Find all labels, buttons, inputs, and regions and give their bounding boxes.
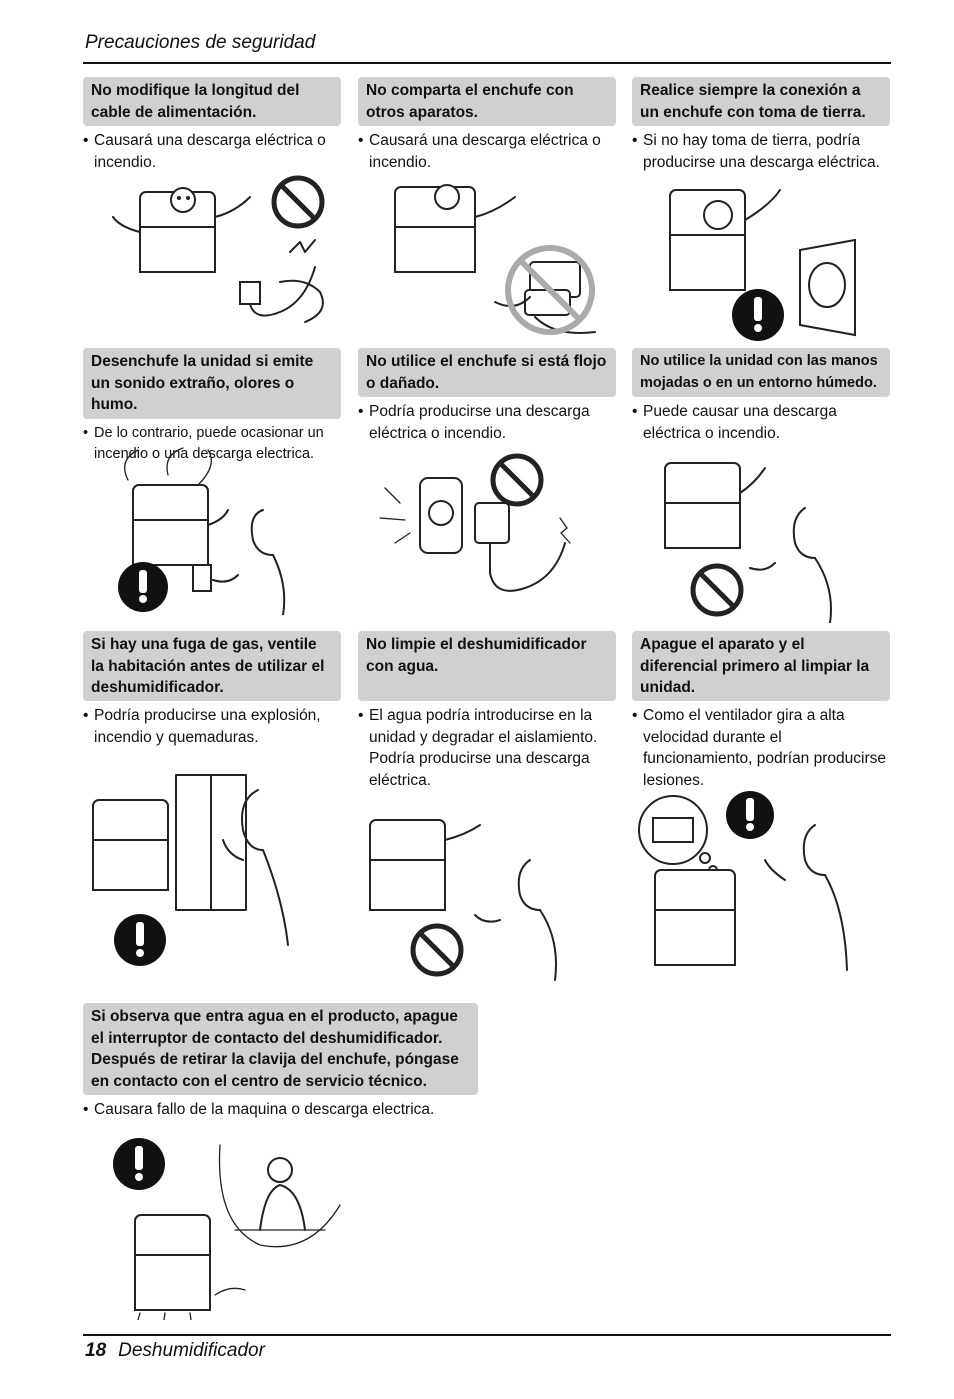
card-bullet: •Podría producirse una explosión, incend…: [83, 707, 321, 746]
footer-rule: [83, 1334, 891, 1336]
card-title: No limpie el deshumidificador con agua.: [358, 631, 616, 701]
prohibition-icon: [271, 175, 325, 229]
smoke-icon: [124, 447, 212, 486]
card-bullet: •Causará una descarga eléctrica o incend…: [358, 132, 601, 171]
illustration-water-cleaning: [365, 800, 595, 985]
mandatory-icon: [732, 289, 784, 341]
card-gas-leak: Si hay una fuga de gas, ventile la habit…: [83, 631, 341, 746]
illustration-wet-hands: [655, 448, 865, 623]
plug-cable-icon: [239, 239, 324, 323]
page-footer: 18 Deshumidificador: [85, 1340, 265, 1362]
damaged-plug-icon: [474, 502, 571, 592]
illustration-damaged-plug: [365, 448, 595, 618]
dehumidifier-icon: [669, 189, 781, 291]
outlet-character-icon: [379, 477, 463, 554]
card-bullet: •De lo contrario, puede ocasionar un inc…: [83, 424, 324, 463]
card-title: Si hay una fuga de gas, ventile la habit…: [83, 631, 341, 701]
card-loose-plug: No utilice el enchufe si está flojo o da…: [358, 348, 616, 444]
dehumidifier-icon: [112, 187, 251, 273]
card-title: No modifique la longitud del cable de al…: [83, 77, 341, 126]
product-name: Deshumidificador: [118, 1340, 265, 1361]
mandatory-icon: [113, 1138, 165, 1190]
illustration-ground: [640, 175, 875, 345]
card-bullet: •El agua podría introducirse en la unida…: [358, 707, 598, 789]
card-bullet: •Podría producirse una descarga eléctric…: [358, 403, 590, 442]
dehumidifier-icon: [369, 819, 481, 911]
woman-icon: [764, 824, 848, 971]
card-ground-connection: Realice siempre la conexión a un enchufe…: [632, 77, 890, 173]
woman-with-cloth-icon: [474, 859, 557, 981]
mandatory-icon: [118, 562, 168, 612]
card-bullet: •Causara fallo de la maquina o descarga …: [83, 1101, 435, 1118]
wet-dehumidifier-icon: [134, 1214, 246, 1320]
card-title: No utilice la unidad con las manos mojad…: [632, 348, 890, 397]
illustration-shared-plug: [385, 172, 615, 342]
card-switch-off-cleaning: Apague el aparato y el diferencial prime…: [632, 631, 890, 791]
breaker-panel-icon: [638, 795, 718, 875]
illustration-gas-leak: [88, 770, 303, 970]
dehumidifier-icon: [654, 869, 736, 966]
card-title: Realice siempre la conexión a un enchufe…: [632, 77, 890, 126]
woman-icon: [749, 507, 832, 623]
header-rule: [83, 62, 891, 64]
prohibition-icon: [490, 453, 544, 507]
window-icon: [175, 774, 247, 911]
card-water-entry: Si observa que entra agua en el producto…: [83, 1003, 478, 1121]
card-bullet: •Si no hay toma de tierra, podría produc…: [632, 132, 880, 171]
woman-unplugging-icon: [192, 509, 286, 615]
card-bullet: •Causará una descarga eléctrica o incend…: [83, 132, 326, 171]
dehumidifier-icon: [664, 462, 766, 549]
card-bullet: •Como el ventilador gira a alta velocida…: [632, 707, 886, 789]
prohibition-icon: [505, 245, 595, 335]
illustration-switch-off: [635, 790, 855, 975]
technician-on-phone-icon: [234, 1157, 326, 1231]
page-header: Precauciones de seguridad: [85, 32, 316, 53]
card-title: No comparta el enchufe con otros aparato…: [358, 77, 616, 126]
card-cable-length: No modifique la longitud del cable de al…: [83, 77, 341, 173]
dehumidifier-icon: [394, 184, 516, 273]
mandatory-icon: [726, 791, 774, 839]
illustration-water-entry: [110, 1135, 350, 1320]
card-wet-hands: No utilice la unidad con las manos mojad…: [632, 348, 890, 444]
card-title: No utilice el enchufe si está flojo o da…: [358, 348, 616, 397]
card-unplug-smoke: Desenchufe la unidad si emite un sonido …: [83, 348, 341, 466]
prohibition-icon: [690, 563, 744, 617]
illustration-cable: [105, 172, 335, 342]
card-title: Apague el aparato y el diferencial prime…: [632, 631, 890, 701]
card-title: Si observa que entra agua en el producto…: [83, 1003, 478, 1095]
prohibition-icon: [410, 923, 464, 977]
dehumidifier-icon: [132, 484, 229, 566]
woman-opening-window-icon: [222, 789, 289, 946]
card-title: Desenchufe la unidad si emite un sonido …: [83, 348, 341, 419]
page-number: 18: [85, 1340, 107, 1361]
card-shared-plug: No comparta el enchufe con otros aparato…: [358, 77, 616, 173]
mandatory-icon: [114, 914, 166, 966]
card-bullet: •Puede causar una descarga eléctrica o i…: [632, 403, 837, 442]
illustration-smoke: [88, 445, 298, 615]
card-no-water-cleaning: No limpie el deshumidificador con agua. …: [358, 631, 616, 791]
wall-outlet-icon: [799, 238, 856, 337]
dehumidifier-icon: [92, 799, 169, 891]
